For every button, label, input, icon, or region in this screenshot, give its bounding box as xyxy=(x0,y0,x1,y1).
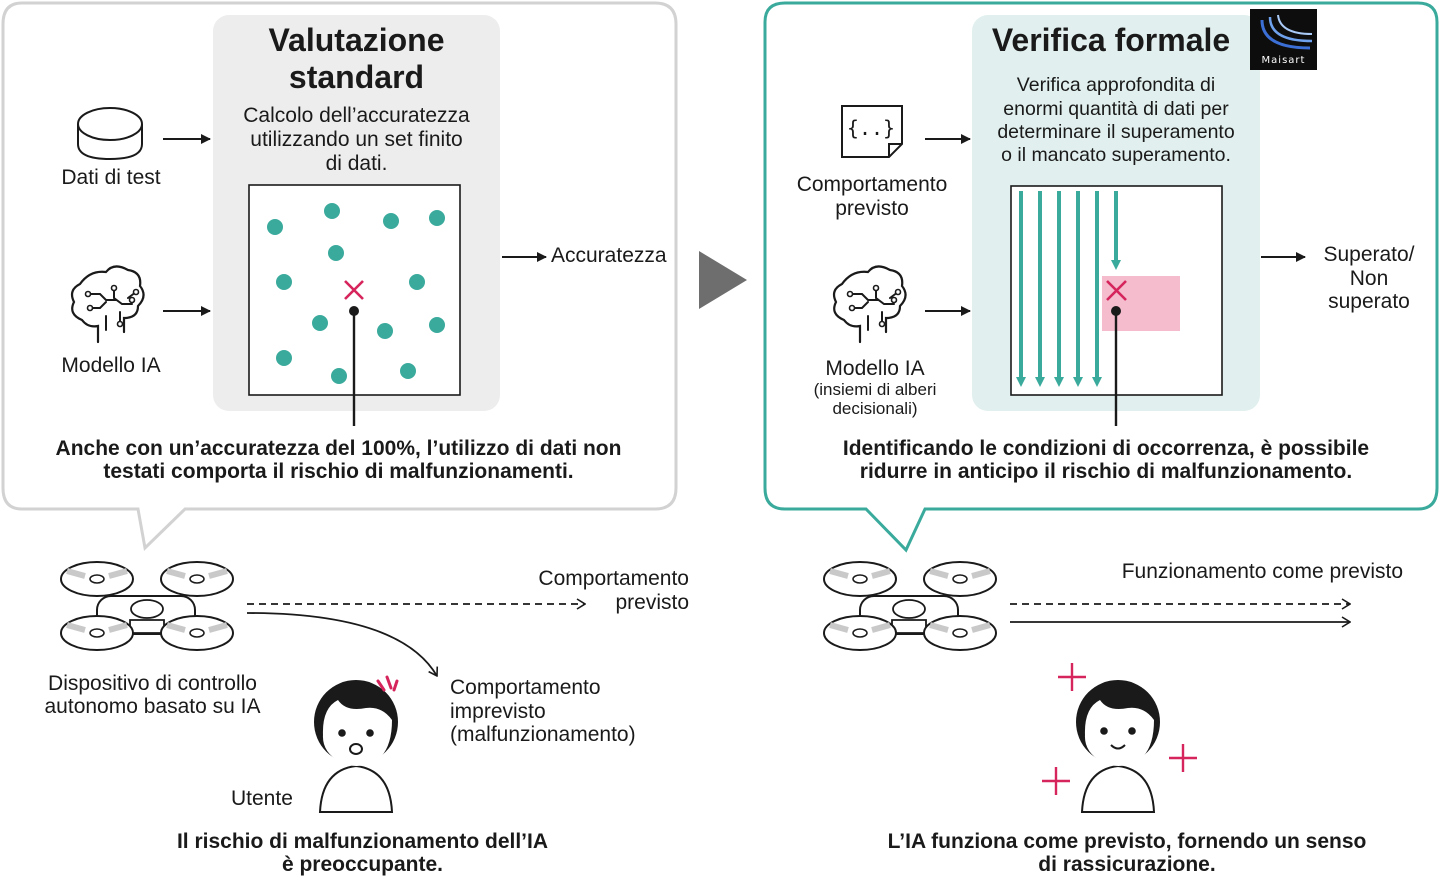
left-panel-warning: Anche con un’accuratezza del 100%, l’uti… xyxy=(55,437,622,460)
test-point xyxy=(331,368,347,384)
maisart-logo-text: Maisart xyxy=(1261,55,1306,66)
left-panel-title-line2: standard xyxy=(288,59,425,95)
database-icon xyxy=(77,107,143,161)
test-point xyxy=(429,317,445,333)
test-point xyxy=(312,315,328,331)
test-point xyxy=(429,210,445,226)
left-panel-description: di dati. xyxy=(325,152,388,175)
test-point xyxy=(276,350,292,366)
right-panel-benefit: ridurre in anticipo il rischio di malfun… xyxy=(859,460,1353,483)
formal-description: Verifica approfondita di xyxy=(1016,74,1216,96)
bottom-left-arrows xyxy=(246,604,585,676)
sparkle-icons xyxy=(1042,663,1197,795)
unexpected-behavior-label: imprevisto xyxy=(450,700,546,723)
pass-fail-output-label: Non xyxy=(1349,267,1389,290)
bottom-left-caption: Il rischio di malfunzionamento dell’IA xyxy=(176,830,549,853)
detected-failure-marker xyxy=(1106,280,1127,426)
happy-user-icon xyxy=(1076,680,1160,813)
test-point xyxy=(377,323,393,339)
pass-fail-output-label: superato xyxy=(1328,290,1410,313)
left-panel-title-line1: Valutazione xyxy=(268,22,445,58)
bottom-right-arrows xyxy=(1010,604,1350,622)
works-as-expected-label: Funzionamento come previsto xyxy=(1121,560,1403,583)
test-point xyxy=(267,219,283,235)
spec-icon-braces: {..} xyxy=(846,116,896,140)
left-panel-warning: testati comporta il rischio di malfunzio… xyxy=(103,460,574,483)
bottom-right-caption: di rassicurazione. xyxy=(1038,853,1216,876)
ai-device-label: autonomo basato su IA xyxy=(44,695,261,718)
right-panel-title: Verifica formale xyxy=(991,22,1231,58)
formal-description: o il mancato superamento. xyxy=(1001,144,1231,166)
ai-model-label: Modello IA xyxy=(61,354,161,377)
expected-behavior-label: previsto xyxy=(615,591,689,614)
test-point xyxy=(324,203,340,219)
ai-device-label: Dispositivo di controllo xyxy=(48,672,257,695)
unexpected-behavior-label: (malfunzionamento) xyxy=(450,723,636,746)
untested-failure-marker xyxy=(344,280,364,426)
expected-behavior-label: Comportamento xyxy=(538,567,689,590)
test-data-label: Dati di test xyxy=(61,166,161,189)
test-point xyxy=(383,213,399,229)
worried-user-icon xyxy=(314,675,399,813)
formal-description: determinare il superamento xyxy=(997,121,1235,143)
test-data-points xyxy=(267,203,445,384)
expected-behavior-spec-label: previsto xyxy=(835,197,909,220)
ai-model-sublabel: (insiemi di alberi xyxy=(813,380,937,399)
formal-description: enormi quantità di dati per xyxy=(1003,98,1229,120)
expected-behavior-spec-label: Comportamento xyxy=(796,173,948,196)
drone-icon-right xyxy=(824,562,996,650)
unexpected-behavior-label: Comportamento xyxy=(450,676,601,699)
bottom-right-caption: L’IA funziona come previsto, fornendo un… xyxy=(887,830,1367,853)
test-point xyxy=(328,245,344,261)
right-flow-arrows xyxy=(925,134,1306,316)
test-point xyxy=(276,274,292,290)
accuracy-output-label: Accuratezza xyxy=(551,244,667,267)
ai-model-sublabel: decisionali) xyxy=(832,399,918,418)
test-point xyxy=(409,274,425,290)
test-point xyxy=(400,363,416,379)
user-label: Utente xyxy=(231,787,293,810)
spec-document-icon xyxy=(841,105,903,158)
maisart-logo xyxy=(1250,9,1317,70)
left-panel-description: Calcolo dell’accuratezza xyxy=(243,104,470,127)
failure-region xyxy=(1102,276,1180,331)
drone-icon-left xyxy=(61,562,233,650)
right-panel-benefit: Identificando le condizioni di occorrenz… xyxy=(842,437,1370,460)
pass-fail-output-label: Superato/ xyxy=(1323,243,1415,266)
left-flow-arrows xyxy=(163,134,547,316)
ai-model-label-right: Modello IA xyxy=(825,357,925,380)
exhaustive-check-arrows xyxy=(1016,191,1121,387)
left-panel-description: utilizzando un set finito xyxy=(250,128,463,151)
transition-arrow-icon xyxy=(699,251,747,309)
bottom-left-caption: è preoccupante. xyxy=(281,853,444,876)
